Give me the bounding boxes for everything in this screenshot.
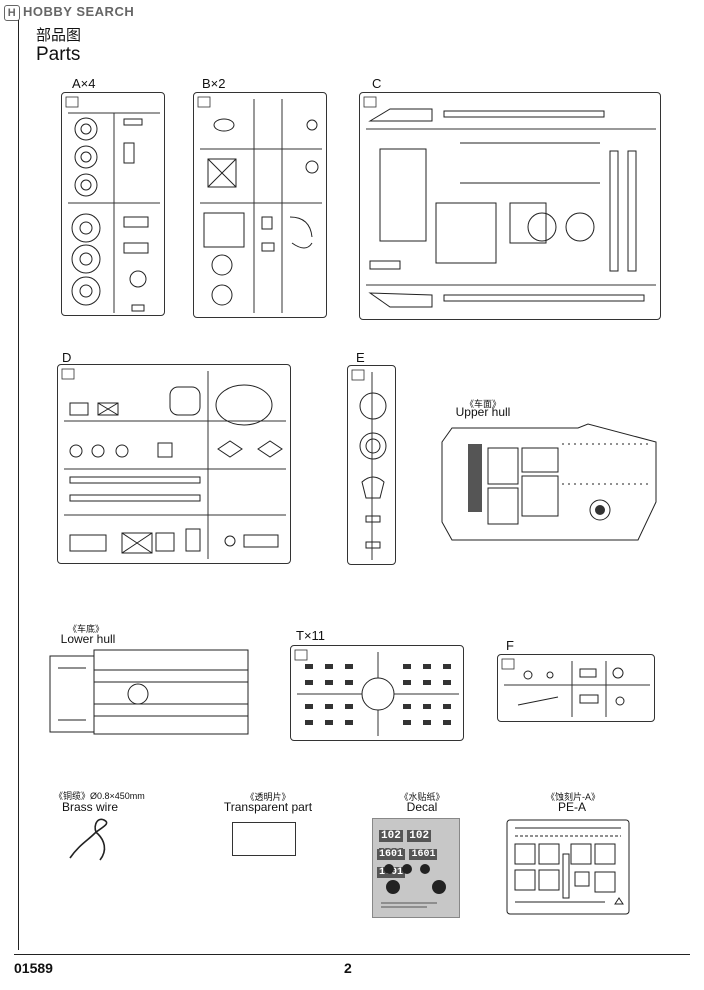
decal-number: 1601 (409, 849, 438, 860)
brass-wire-caption-cn: 《铜缆》Ø0.8×450mm (54, 789, 164, 802)
sprue-t-label: T×11 (296, 628, 326, 643)
logo-icon: H (4, 5, 20, 21)
sprue-d-label: D (62, 350, 72, 365)
pe-fret-drawing (506, 819, 630, 915)
sprue-e-label: E (356, 350, 365, 365)
sprue-f (497, 654, 655, 722)
bottom-rule (14, 954, 690, 955)
upper-hull-caption-cn: 《车面》 (464, 399, 501, 409)
page-title: Parts (36, 44, 81, 65)
upper-hull-caption: Upper hull (455, 405, 511, 419)
brass-wire-drawing (69, 818, 108, 861)
sprue-d (57, 364, 291, 564)
brass-wire-caption: Brass wire (61, 800, 118, 814)
left-margin-rule (18, 20, 19, 950)
pe-caption-cn: 《蚀刻片-A》 (545, 792, 600, 802)
page-number: 2 (344, 960, 352, 976)
brass-wire-part (64, 816, 124, 866)
sprue-c-drawing (363, 96, 656, 308)
decal-number: 102 (379, 830, 403, 842)
sprue-f-drawing (501, 658, 650, 717)
sprue-a-drawing (65, 96, 160, 313)
brass-wire-cn: 《铜缆》 (54, 791, 91, 801)
sprue-b (193, 92, 327, 318)
sprue-t-drawing (294, 649, 459, 736)
lower-hull-part (48, 648, 252, 736)
sprue-b-drawing (197, 96, 322, 313)
decal-markings (381, 864, 446, 908)
pe-fret (505, 818, 631, 916)
lower-hull-drawing (49, 649, 249, 735)
lower-hull-caption: Lower hull (60, 632, 116, 646)
transparent-part-caption-cn: 《透明片》 (245, 792, 291, 802)
decal-caption: Decal (406, 800, 438, 814)
sprue-c-label: C (372, 76, 382, 91)
upper-hull-drawing (441, 423, 657, 541)
sprue-a-label: A×4 (72, 76, 96, 91)
decal-number: 1601 (377, 849, 406, 860)
lower-hull-caption-cn: 《车底》 (67, 624, 104, 634)
product-code: 01589 (14, 960, 53, 976)
watermark-text: HOBBY SEARCH (23, 4, 135, 19)
sprue-e (347, 365, 396, 565)
sprue-a (61, 92, 165, 316)
page-title-cn: 部品图 (36, 27, 82, 44)
sprue-t (290, 645, 464, 741)
decal-caption-cn: 《水贴纸》 (399, 792, 445, 802)
sprue-b-label: B×2 (202, 76, 226, 91)
brass-wire-spec: Ø0.8×450mm (90, 791, 145, 801)
sprue-f-label: F (506, 638, 514, 653)
transparent-part (232, 822, 296, 856)
sprue-e-drawing (351, 369, 387, 560)
pe-caption: PE-A (557, 800, 586, 814)
upper-hull-part (438, 422, 660, 542)
transparent-part-caption: Transparent part (223, 800, 313, 814)
sprue-c (359, 92, 661, 320)
decal-sheet: 102 102 102 1601 1601 1601 (372, 818, 460, 918)
sprue-d-drawing (61, 368, 286, 559)
decal-number: 102 (407, 830, 432, 842)
